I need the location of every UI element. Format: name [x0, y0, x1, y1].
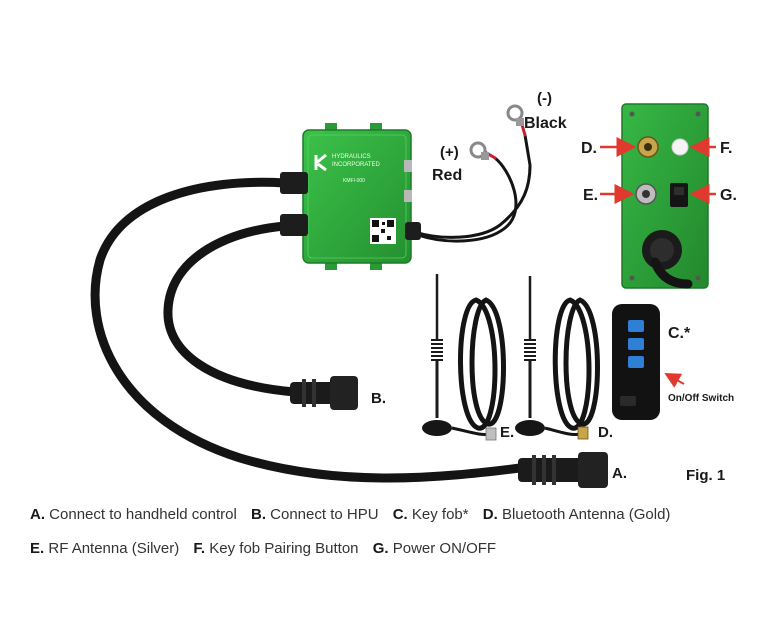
- bluetooth-antenna-port: [637, 136, 659, 158]
- label-b-cable: B.: [371, 390, 386, 407]
- legend-text: RF Antenna (Silver): [48, 540, 180, 557]
- label-c-fob: C.*: [668, 325, 691, 342]
- legend-row-2: E. RF Antenna (Silver) F. Key fob Pairin…: [30, 540, 506, 557]
- label-g-panel: G.: [720, 187, 737, 204]
- control-box-logo: [314, 153, 327, 172]
- legend-text: Power ON/OFF: [392, 540, 497, 557]
- legend-text: Connect to HPU: [270, 506, 379, 523]
- power-switch: [670, 183, 688, 207]
- legend-key: D.: [482, 506, 498, 523]
- legend-key: A.: [30, 506, 45, 523]
- rf-antenna: [422, 274, 506, 441]
- legend-text: Bluetooth Antenna (Gold): [501, 506, 671, 523]
- legend-key: B.: [250, 506, 266, 523]
- qr-code: [370, 218, 396, 244]
- red-ring-terminal: [469, 141, 489, 160]
- legend-item-f: F. Key fob Pairing Button: [193, 540, 358, 557]
- legend-text: Key fob Pairing Button: [209, 540, 359, 557]
- legend-item-c: C. Key fob*: [393, 506, 469, 523]
- legend-item-d: D. Bluetooth Antenna (Gold): [483, 506, 671, 523]
- brand-line-1: HYDRAULICS: [332, 154, 371, 160]
- legend-key: E.: [30, 540, 45, 557]
- negative-sign-label: (-): [537, 90, 552, 107]
- legend-text: Connect to handheld control: [49, 506, 237, 523]
- connector-a: [518, 452, 608, 488]
- panel-gland: [642, 230, 693, 289]
- label-d-panel: D.: [581, 140, 597, 157]
- brand-line-2: INCORPORATED: [332, 162, 381, 168]
- cable-b: [163, 221, 300, 397]
- rf-antenna-port: [635, 183, 657, 205]
- black-ring-terminal: [506, 104, 524, 126]
- legend-text: Key fob*: [411, 506, 469, 523]
- key-fob: [612, 304, 660, 420]
- legend-key: C.: [392, 506, 408, 523]
- positive-color-label: Red: [432, 167, 462, 184]
- label-d-antenna: D.: [598, 424, 613, 441]
- label-e-panel: E.: [583, 187, 598, 204]
- legend-item-a: A. Connect to handheld control: [30, 506, 237, 523]
- label-a-cable: A.: [612, 465, 627, 482]
- control-box: [280, 123, 421, 270]
- model-number: KMFI-000: [343, 178, 365, 184]
- figure-label: Fig. 1: [686, 467, 725, 484]
- pairing-button: [671, 138, 689, 156]
- positive-sign-label: (+): [440, 144, 459, 161]
- connector-b: [290, 376, 358, 410]
- legend-row-1: A. Connect to handheld control B. Connec…: [30, 506, 680, 523]
- legend-item-e: E. RF Antenna (Silver): [30, 540, 179, 557]
- cable-a: [90, 177, 525, 483]
- legend-item-b: B. Connect to HPU: [251, 506, 379, 523]
- label-e-antenna: E.: [500, 424, 514, 441]
- bluetooth-antenna: [515, 276, 600, 440]
- onoff-switch-label: On/Off Switch: [668, 393, 734, 404]
- legend-key: G.: [372, 540, 389, 557]
- negative-color-label: Black: [524, 115, 567, 132]
- legend-key: F.: [193, 540, 206, 557]
- arrow-onoff: [664, 373, 685, 388]
- legend-item-g: G. Power ON/OFF: [373, 540, 496, 557]
- label-f-panel: F.: [720, 140, 732, 157]
